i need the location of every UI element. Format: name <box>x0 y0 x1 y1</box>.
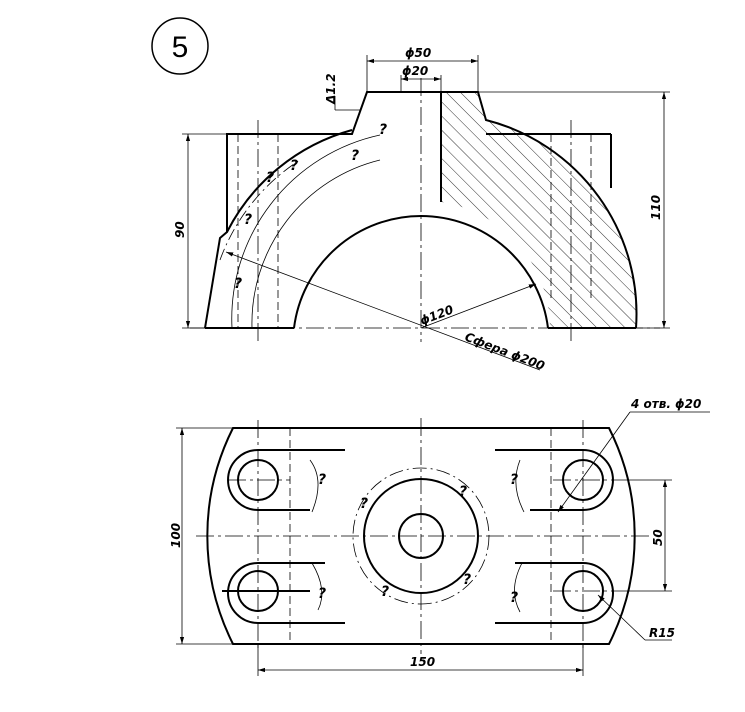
top-outline <box>206 427 636 645</box>
dim-d20: ϕ20 <box>402 64 428 78</box>
unknown-mark: ? <box>360 496 368 512</box>
dim-90: 90 <box>173 221 187 238</box>
transition-curves <box>309 459 525 613</box>
dim-50-lines <box>615 479 672 592</box>
front-hidden-lines <box>219 134 592 329</box>
dim-110-lines <box>478 91 670 329</box>
dim-50: 50 <box>651 529 665 546</box>
unknown-mark: ? <box>318 472 326 488</box>
dim-r15: R15 <box>649 626 675 640</box>
dim-holes: 4 отв. ϕ20 <box>630 397 701 411</box>
dim-d120: ϕ120 <box>418 302 455 327</box>
holes-leader-lines <box>557 411 710 641</box>
dim-110: 110 <box>649 195 663 220</box>
dim-diagonal-lines <box>225 251 541 371</box>
unknown-mark: ? <box>244 212 252 228</box>
unknown-mark: ? <box>266 170 274 186</box>
holes <box>237 459 604 612</box>
front-center-lines <box>190 78 660 342</box>
unknown-mark: ? <box>318 586 326 602</box>
unknown-mark: ? <box>351 148 359 164</box>
unknown-mark: ? <box>234 276 242 292</box>
top-view: 100 50 150 4 отв. ϕ20 R15 ? ? ? ? ? <box>169 397 710 676</box>
sheet-number-badge: 5 <box>151 17 209 75</box>
top-hidden-lines <box>289 428 552 644</box>
dim-top-group <box>334 55 479 111</box>
section-hatch <box>441 92 637 328</box>
dim-100: 100 <box>169 523 183 548</box>
sheet-number: 5 <box>172 31 189 64</box>
dim-150: 150 <box>410 655 435 669</box>
dim-90-lines <box>182 133 227 329</box>
unknown-mark: ? <box>510 590 518 606</box>
unknown-mark: ? <box>379 122 387 138</box>
front-view: ϕ50 ϕ20 Δ1.2 110 90 ϕ120 Сфера ϕ200 ? ? … <box>173 46 670 373</box>
dim-sphere: Сфера ϕ200 <box>463 330 547 373</box>
unknown-mark: ? <box>510 472 518 488</box>
dim-100-lines <box>176 427 233 645</box>
unknown-mark: ? <box>290 158 298 174</box>
unknown-mark: ? <box>463 572 471 588</box>
unknown-mark: ? <box>459 484 467 500</box>
unknown-mark: ? <box>381 584 389 600</box>
dim-150-lines <box>257 644 584 676</box>
dim-delta: Δ1.2 <box>324 73 338 105</box>
top-center-lines <box>196 418 650 654</box>
mounting-slots <box>227 449 614 624</box>
dim-d50: ϕ50 <box>405 46 431 60</box>
